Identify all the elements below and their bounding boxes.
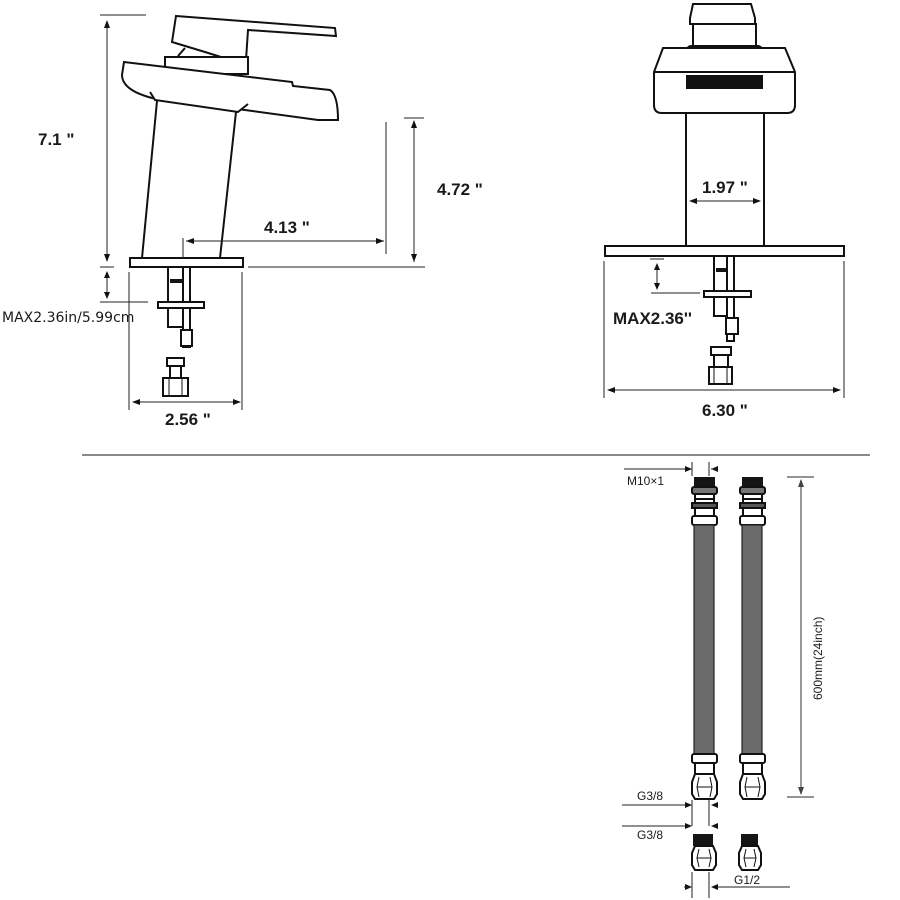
hoses-section: M10×1 600mm(24inch) G3/8 G3/8 G1/2 bbox=[622, 462, 825, 898]
spout-body bbox=[120, 60, 340, 121]
handle-lever-icon bbox=[170, 14, 338, 65]
side-view: 7.1 " 4.72 " 4.13 " 2.56 " MAX2.36in/5.9… bbox=[2, 14, 483, 429]
front-base-plate bbox=[604, 245, 845, 257]
adapter-in-thread-label: G3/8 bbox=[637, 828, 663, 842]
spout-height-label: 4.72 " bbox=[437, 180, 483, 199]
hose-left bbox=[691, 477, 718, 800]
adapter-out-thread-label: G1/2 bbox=[734, 873, 760, 887]
side-nut-icon bbox=[162, 377, 189, 397]
bottom-thread-label: G3/8 bbox=[637, 789, 663, 803]
faucet-column bbox=[141, 100, 237, 259]
front-view: 1.97 " MAX2.36'' 6.30 " bbox=[603, 3, 845, 420]
front-mount-washer bbox=[703, 290, 752, 298]
hose-length-label: 600mm(24inch) bbox=[811, 617, 825, 700]
body-width-label: 1.97 " bbox=[702, 178, 748, 197]
hose-right bbox=[739, 477, 766, 800]
waterfall-outlet bbox=[686, 75, 763, 89]
adapter-right bbox=[738, 834, 762, 871]
front-column bbox=[685, 112, 765, 247]
hose-right-braid bbox=[741, 524, 763, 755]
base-length-label: 6.30 " bbox=[702, 401, 748, 420]
hose-left-braid bbox=[693, 524, 715, 755]
top-thread-label: M10×1 bbox=[627, 474, 664, 488]
height-total-label: 7.1 " bbox=[38, 130, 74, 149]
side-max-deck-label: MAX2.36in/5.99cm bbox=[2, 310, 134, 326]
side-base-plate bbox=[129, 257, 244, 268]
side-mount-washer bbox=[157, 301, 205, 309]
adapter-left bbox=[691, 834, 717, 871]
cartridge-cap-icon bbox=[689, 3, 756, 25]
front-nut-icon bbox=[708, 366, 733, 385]
spout-reach-label: 4.13 " bbox=[264, 218, 310, 237]
front-max-deck-label: MAX2.36'' bbox=[613, 309, 692, 328]
base-width-label: 2.56 " bbox=[165, 410, 211, 429]
